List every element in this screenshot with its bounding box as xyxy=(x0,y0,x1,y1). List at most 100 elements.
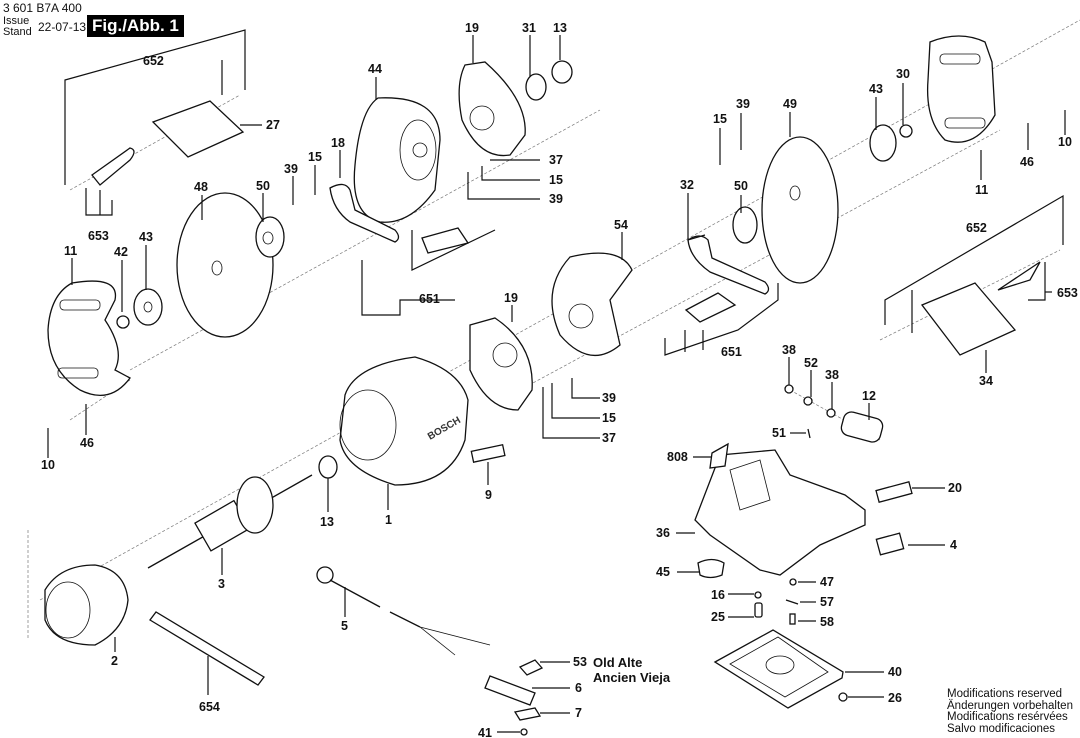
callout-2: 2 xyxy=(111,654,118,668)
spark-guard-left xyxy=(47,280,131,396)
washer-38a xyxy=(784,384,794,394)
flange-43 xyxy=(133,288,163,326)
callout-3: 3 xyxy=(218,577,225,591)
old-note-line1: Old Alte xyxy=(593,655,643,670)
wheel-guard-44 xyxy=(353,97,441,223)
callout-651: 651 xyxy=(721,345,742,359)
base-plate-40 xyxy=(713,629,844,709)
cable-sleeve-6 xyxy=(484,675,536,706)
callout-6: 6 xyxy=(575,681,582,695)
bracket-57 xyxy=(785,599,799,605)
callout-651: 651 xyxy=(419,292,440,306)
callout-15: 15 xyxy=(602,411,616,425)
capacitor-12 xyxy=(840,411,884,443)
callout-11: 11 xyxy=(975,183,988,197)
callout-5: 5 xyxy=(341,619,348,633)
callout-37: 37 xyxy=(602,431,616,445)
callout-46: 46 xyxy=(1020,155,1034,169)
callout-44: 44 xyxy=(368,62,382,76)
bearing-13-top xyxy=(551,60,573,84)
stand-label: Stand xyxy=(3,26,32,38)
callout-26: 26 xyxy=(888,691,902,705)
callout-36: 36 xyxy=(656,526,670,540)
callout-39: 39 xyxy=(284,162,298,176)
callout-47: 47 xyxy=(820,575,834,589)
callout-15: 15 xyxy=(549,173,563,187)
callout-49: 49 xyxy=(783,97,797,111)
callout-45: 45 xyxy=(656,565,670,579)
old-version-note: Old Alte Ancien Vieja xyxy=(593,655,670,685)
callout-34: 34 xyxy=(979,374,993,388)
label-20 xyxy=(875,481,913,503)
strain-relief-53 xyxy=(518,659,544,676)
callout-27: 27 xyxy=(266,118,280,132)
callout-11: 11 xyxy=(64,244,77,258)
callout-52: 52 xyxy=(804,356,818,370)
issue-stand-label: Issue Stand xyxy=(3,16,32,38)
motor-housing-1: BOSCH xyxy=(339,356,469,486)
tool-rest-bracket-32 xyxy=(687,235,770,295)
callout-40: 40 xyxy=(888,665,902,679)
callout-16: 16 xyxy=(711,588,725,602)
flange-50 xyxy=(255,216,285,258)
callout-15: 15 xyxy=(308,150,322,164)
callout-50: 50 xyxy=(734,179,748,193)
nut-42 xyxy=(116,315,130,329)
callout-9: 9 xyxy=(485,488,492,502)
wheel-guard-54 xyxy=(551,252,633,357)
footer-line-es: Salvo modificaciones xyxy=(947,722,1056,735)
washer-47 xyxy=(789,578,797,586)
callout-51: 51 xyxy=(772,426,786,440)
part-number: 3 601 B7A 400 xyxy=(3,1,82,15)
side-cover-19-mid xyxy=(469,317,533,411)
callout-39: 39 xyxy=(602,391,616,405)
callout-43: 43 xyxy=(139,230,153,244)
callout-labels: 652 27 653 44 19 31 13 18 39 15 37 15 39… xyxy=(41,21,1078,738)
support-651-left xyxy=(421,227,470,254)
pin-51 xyxy=(807,428,811,439)
callout-1: 1 xyxy=(385,513,392,527)
base-36 xyxy=(694,449,866,576)
issue-label: Issue xyxy=(3,15,30,27)
screw-58 xyxy=(789,613,796,625)
old-note-line2: Ancien Vieja xyxy=(593,670,671,685)
callout-12: 12 xyxy=(862,389,876,403)
footer-line-en: Modifications reserved xyxy=(947,688,1063,700)
grinding-wheel-49 xyxy=(761,136,839,284)
footer-line-de: Änderungen vorbehalten xyxy=(947,699,1073,712)
support-651-right xyxy=(684,292,737,323)
screw-25 xyxy=(754,602,763,618)
callout-653: 653 xyxy=(88,229,109,243)
callout-652: 652 xyxy=(966,221,987,235)
grinding-wheel-48 xyxy=(176,192,274,338)
figure-label: Fig./Abb. 1 xyxy=(87,15,184,37)
callout-7: 7 xyxy=(575,706,582,720)
power-cable-5 xyxy=(316,566,491,656)
callout-37: 37 xyxy=(549,153,563,167)
footer-line-fr: Modifications resérvées xyxy=(947,711,1068,723)
eyeshield-34 xyxy=(920,282,1017,356)
callout-19: 19 xyxy=(465,21,479,35)
screw-41 xyxy=(520,728,528,736)
callout-46: 46 xyxy=(80,436,94,450)
side-cover-19-top xyxy=(458,61,526,157)
callout-53: 53 xyxy=(573,655,587,669)
flange-50-right xyxy=(732,206,758,244)
leader-lines xyxy=(47,29,1066,733)
callout-19: 19 xyxy=(504,291,518,305)
oring-31 xyxy=(525,73,547,101)
callout-18: 18 xyxy=(331,136,345,150)
callout-654: 654 xyxy=(199,700,220,714)
callout-38: 38 xyxy=(782,343,796,357)
callout-32: 32 xyxy=(680,178,694,192)
label-808 xyxy=(709,442,729,469)
callout-20: 20 xyxy=(948,481,962,495)
end-cap-2 xyxy=(44,564,129,646)
callout-38: 38 xyxy=(825,368,839,382)
callout-10: 10 xyxy=(41,458,55,472)
clamp-7 xyxy=(513,707,542,721)
callout-42: 42 xyxy=(114,245,128,259)
callout-41: 41 xyxy=(478,726,492,738)
eyeshield-27 xyxy=(151,100,245,158)
